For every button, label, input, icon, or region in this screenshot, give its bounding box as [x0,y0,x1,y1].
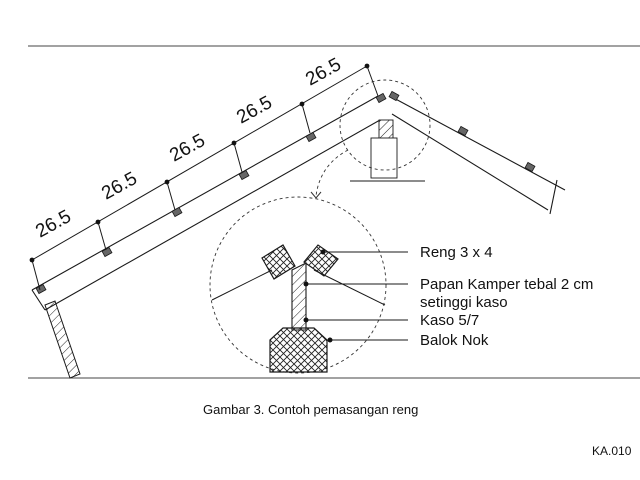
batten [375,92,387,104]
callout-dots [303,249,333,343]
dimension-label: 26.5 [302,54,345,90]
batten [35,283,47,295]
callout-papan-kamper: Papan Kamper tebal 2 cm [420,276,593,293]
right-rafter [389,95,566,215]
batten [238,169,250,181]
detail-magnified-circle [209,196,387,374]
left-battens [35,92,387,295]
callout-papan-height: setinggi kaso [420,294,508,311]
batten-right-detail [303,244,339,277]
batten [101,246,113,258]
dimension-ticks [29,63,370,263]
batten [388,90,400,102]
dimension-line [31,65,379,291]
figure-caption: Gambar 3. Contoh pemasangan reng [203,402,418,417]
batten [171,206,183,218]
focus-arrowhead [310,191,322,199]
right-battens [388,90,536,173]
batten-left-detail [261,244,296,280]
callout-leaders [306,251,408,341]
batten [524,161,536,173]
dimension-label: 26.5 [98,168,141,204]
callout-kaso: Kaso 5/7 [420,312,479,329]
batten [305,131,317,143]
eave-fascia-board [44,300,81,379]
left-rafter [31,95,381,311]
focus-connector-arc [315,149,349,197]
ridge-beam-detail [269,327,328,373]
callout-reng: Reng 3 x 4 [420,244,493,261]
ridge-detail-small [350,119,425,182]
dimension-label: 26.5 [32,206,75,242]
drawing-code: KA.010 [592,444,632,458]
callout-balok-nok: Balok Nok [420,332,489,349]
magnified-detail [211,244,386,373]
ridge-focus-circle [339,79,431,171]
batten [457,125,469,137]
